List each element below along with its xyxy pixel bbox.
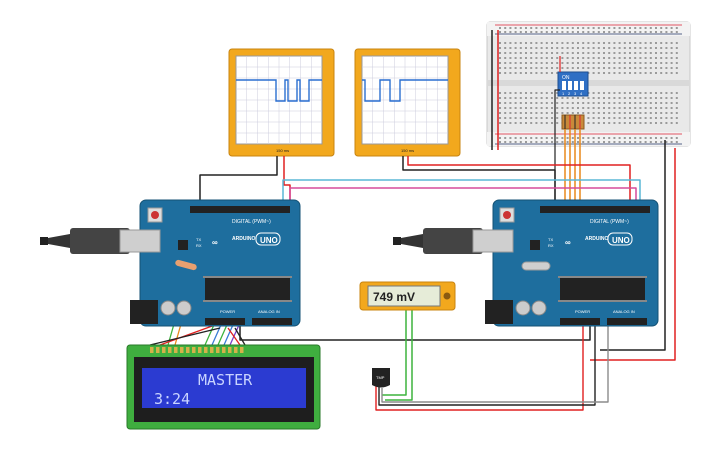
dip-switch-lever-4[interactable] — [580, 81, 584, 90]
breadboard-holes — [499, 27, 678, 143]
arduino-uno-left[interactable]: DIGITAL (PWM~) ∞ ARDUINO UNO TX RX POWER… — [40, 199, 301, 327]
infinity-logo-icon: ∞ — [212, 238, 218, 247]
digital-header-right — [540, 206, 650, 213]
oscilloscope-2-grid — [362, 56, 448, 144]
dip-switch-position-1: 1 — [562, 91, 565, 96]
power-jack-right — [485, 300, 513, 324]
atmega-chip-right — [560, 278, 645, 300]
arduino-brand-left: ARDUINO — [232, 236, 255, 242]
analog-label-left: ANALOG IN — [258, 309, 280, 314]
digital-label-left: DIGITAL (PWM~) — [232, 219, 271, 225]
dip-switch[interactable]: ON 1 2 3 4 — [557, 71, 589, 97]
lcd-line-2: 3:24 — [154, 390, 190, 408]
reset-button-left[interactable] — [151, 211, 159, 219]
usb-cable-plug-right — [393, 237, 401, 245]
multimeter[interactable]: 749 mV — [359, 281, 456, 311]
dip-switch-lever-2[interactable] — [568, 81, 572, 90]
dip-switch-position-2: 2 — [568, 91, 571, 96]
arduino-brand-right: ARDUINO — [585, 236, 608, 242]
power-label-right: POWER — [575, 309, 590, 314]
usb-port-left — [119, 229, 161, 253]
analog-header-right — [607, 318, 647, 325]
usb-cable-right[interactable] — [423, 228, 483, 254]
usb-cable-left[interactable] — [70, 228, 130, 254]
dip-switch-position-3: 3 — [574, 91, 577, 96]
oscilloscope-1-timebase: 150 ms — [276, 148, 289, 153]
lcd-display[interactable]: MASTER 3:24 — [126, 344, 321, 430]
dip-switch-lever-1[interactable] — [562, 81, 566, 90]
power-header-left — [205, 318, 245, 325]
analog-header-left — [252, 318, 292, 325]
tx-label-left: TX — [196, 237, 201, 242]
rx-label-left: RX — [196, 243, 202, 248]
digital-label-right: DIGITAL (PWM~) — [590, 219, 629, 225]
dip-switch-position-4: 4 — [580, 91, 583, 96]
sensor-label: TMP — [376, 375, 385, 380]
digital-header-left — [190, 206, 290, 213]
multimeter-dial-icon[interactable] — [443, 292, 451, 300]
power-header-right — [560, 318, 600, 325]
multimeter-reading: 749 mV — [373, 290, 415, 304]
dip-switch-label: ON — [562, 75, 570, 81]
temperature-sensor[interactable]: TMP — [372, 368, 390, 388]
reset-button-right[interactable] — [503, 211, 511, 219]
infinity-logo-icon: ∞ — [565, 238, 571, 247]
atmega-chip-left — [205, 278, 290, 300]
analog-label-right: ANALOG IN — [613, 309, 635, 314]
power-label-left: POWER — [220, 309, 235, 314]
oscilloscope-2-timebase: 150 ms — [401, 148, 414, 153]
arduino-model-right: UNO — [612, 236, 630, 245]
oscilloscope-1-waveform — [236, 79, 322, 102]
usb-port-right — [472, 229, 514, 253]
power-jack-left — [130, 300, 158, 324]
oscilloscope-1[interactable]: 150 ms — [228, 48, 335, 157]
dip-switch-lever-3[interactable] — [574, 81, 578, 90]
arduino-model-left: UNO — [260, 236, 278, 245]
arduino-uno-right[interactable]: DIGITAL (PWM~) ∞ ARDUINO UNO TX RX POWER… — [393, 199, 659, 327]
resistor-array[interactable] — [561, 114, 585, 130]
oscilloscope-2-waveform — [362, 79, 448, 102]
oscilloscope-2[interactable]: 150 ms — [354, 48, 461, 157]
tx-label-right: TX — [548, 237, 553, 242]
usb-cable-plug-left — [40, 237, 48, 245]
lcd-line-1: MASTER — [198, 371, 253, 389]
rx-label-right: RX — [548, 243, 554, 248]
lcd-pin-header — [150, 347, 244, 353]
